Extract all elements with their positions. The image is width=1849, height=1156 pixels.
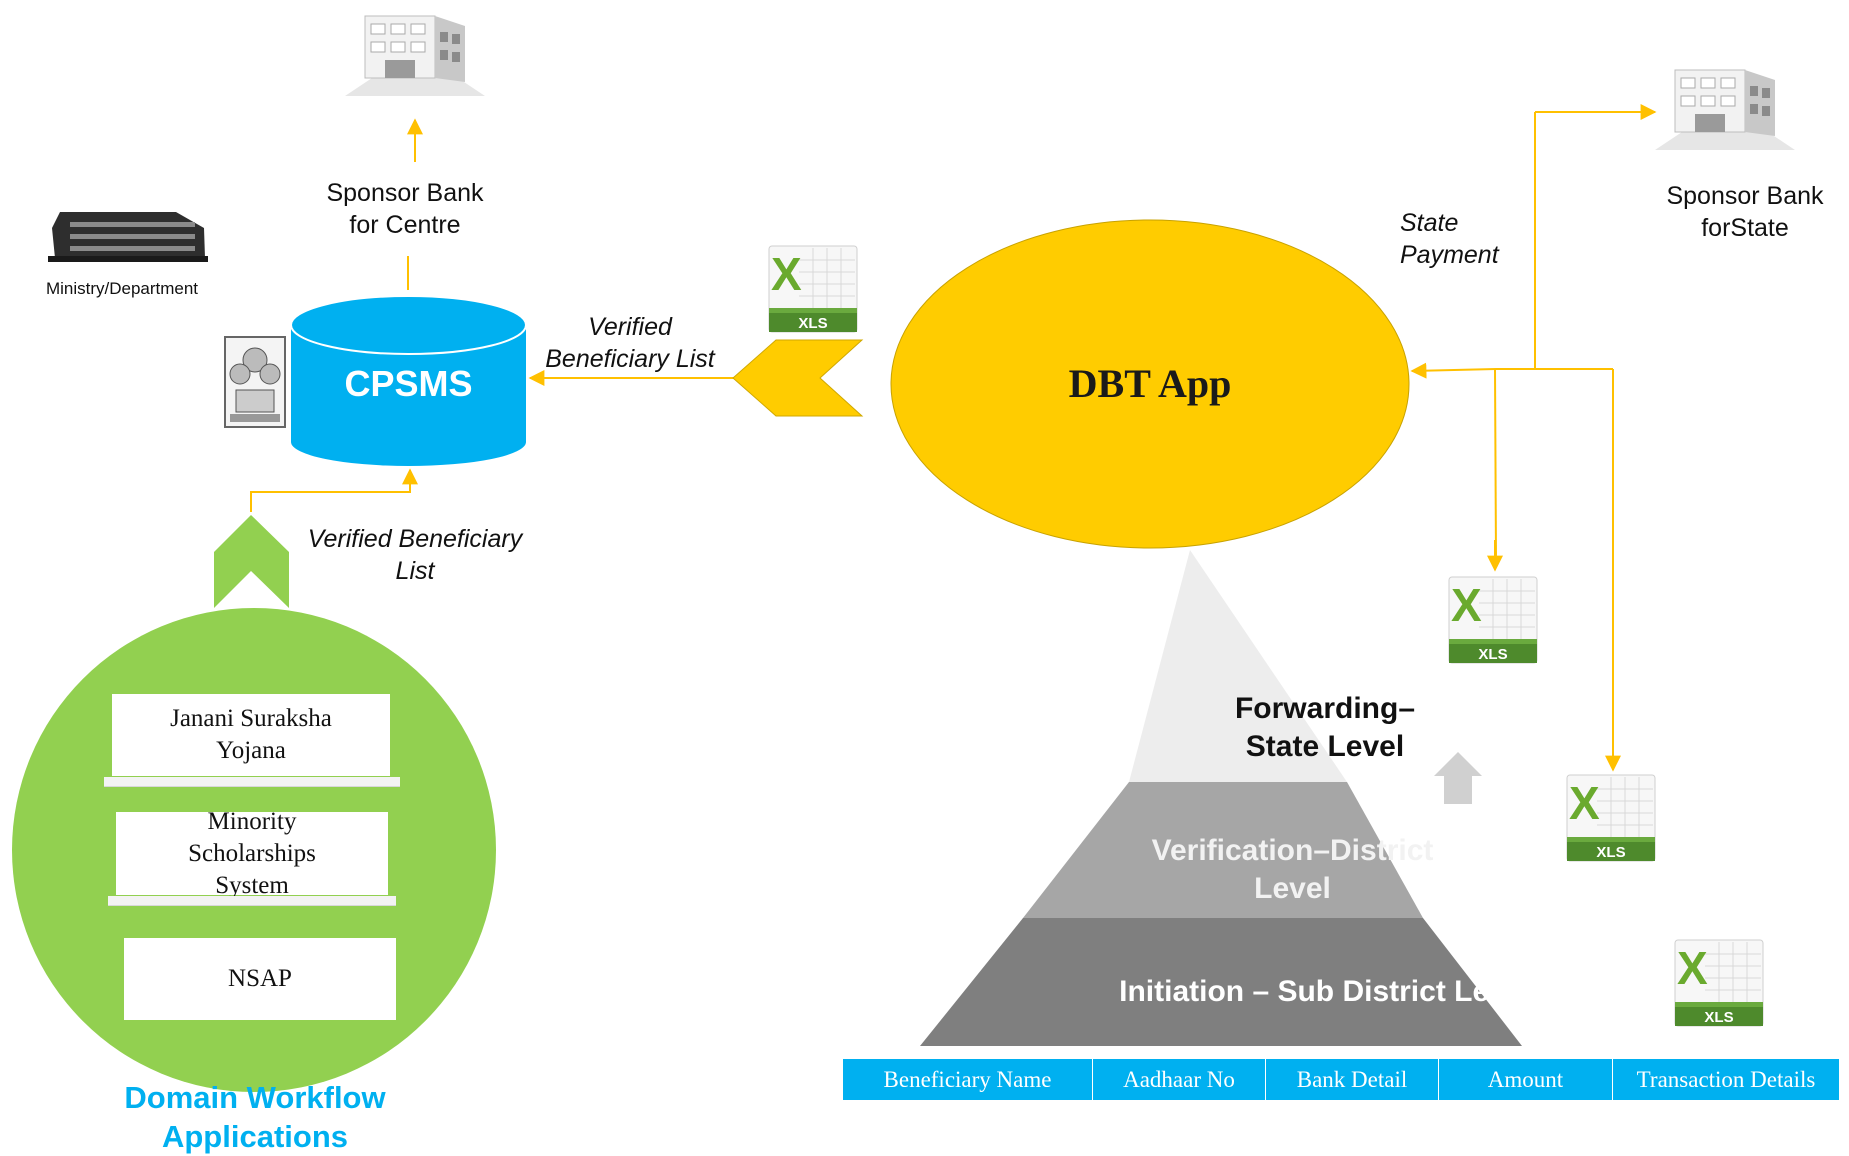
xls-icon-dbt-cpsms: [768, 245, 858, 333]
xls-icon-initiation: [1674, 939, 1764, 1027]
pyramid: [920, 550, 1522, 1046]
xls-icon-forwarding: [1448, 576, 1538, 664]
dbt-app-ellipse: [890, 219, 1410, 549]
pyramid-top-label: Forwarding– State Level: [1234, 692, 1415, 763]
pyramid-middle-tier: [1023, 782, 1423, 918]
dbt-app-label: DBT App: [1068, 361, 1232, 406]
state-payment-label: State Payment: [1400, 209, 1499, 269]
app-shelf: [108, 896, 396, 906]
up-chevron-shape: [214, 515, 289, 608]
verified-list-left-label: Verified Beneficiary List: [307, 525, 523, 585]
pyramid-middle-label: Verification–District Level: [1151, 834, 1434, 905]
pyramid-bottom-label: Initiation – Sub District Level: [1119, 975, 1531, 1008]
pyramid-bottom-tier: [920, 918, 1522, 1046]
xls-icon-verification: [1566, 774, 1656, 862]
sponsor-bank-state-label: Sponsor Bank forState: [1666, 182, 1824, 242]
emblem-icon: [224, 336, 286, 428]
state-payment-to-dbt-arrow: [1410, 362, 1497, 379]
up-arrow-upper: [1434, 752, 1482, 804]
sponsor-bank-centre-building-icon: [344, 15, 486, 97]
beneficiary-table-header: Beneficiary Name Aadhaar No Bank Detail …: [843, 1059, 1839, 1100]
column-transaction-details: Transaction Details: [1636, 1066, 1816, 1092]
cpsms-label: CPSMS: [344, 363, 473, 404]
app-card-nsap: NSAP: [124, 938, 396, 1020]
column-bank-detail: Bank Detail: [1266, 1059, 1439, 1100]
pyramid-top-tier: [1129, 550, 1347, 782]
domain-workflow-title: Domain Workflow Applications: [124, 1080, 386, 1154]
sponsor-bank-centre-label: Sponsor Bank for Centre: [326, 179, 484, 239]
state-connectors: [1494, 112, 1614, 760]
up-arrow-lower: [1489, 878, 1551, 934]
ministry-building-icon: [48, 212, 208, 262]
app-shelf: [104, 777, 400, 787]
cpsms-cylinder: [290, 295, 527, 466]
verified-list-top-label: Verified Beneficiary List: [545, 313, 715, 373]
column-beneficiary-name: Beneficiary Name: [843, 1059, 1093, 1100]
apps-to-cpsms-arrow: [250, 468, 418, 512]
column-amount: Amount: [1439, 1059, 1613, 1100]
ministry-label: Ministry/Department: [45, 279, 199, 298]
sponsor-bank-state-building-icon: [1654, 69, 1796, 151]
column-aadhaar-no: Aadhaar No: [1093, 1059, 1266, 1100]
left-chevron-shape: [732, 339, 864, 417]
